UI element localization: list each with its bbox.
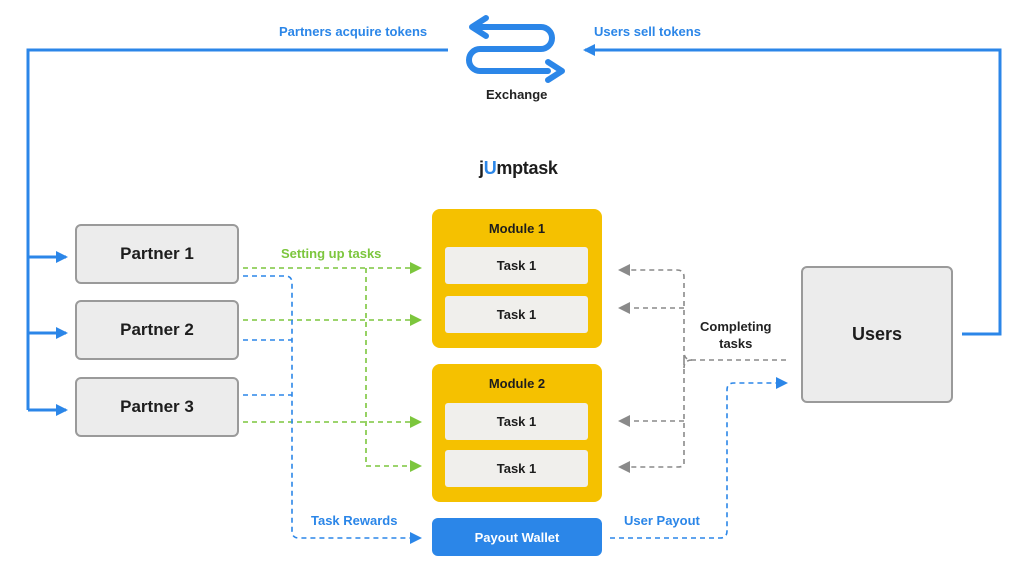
setting-up-tasks-label: Setting up tasks xyxy=(281,246,382,261)
completing-tasks-line-1: Completing xyxy=(700,319,772,334)
module-1-task-2: Task 1 xyxy=(445,296,588,333)
module-2-task-1: Task 1 xyxy=(445,403,588,440)
module-2-task-2: Task 1 xyxy=(445,450,588,487)
completing-task-arrows xyxy=(618,264,786,473)
task-rewards-arrows xyxy=(243,275,422,544)
user-payout-label: User Payout xyxy=(624,513,700,528)
jumptask-logo: jUmptask xyxy=(479,158,558,178)
module-1-task-1: Task 1 xyxy=(445,247,588,284)
user-payout-arrow xyxy=(610,377,788,539)
users-box: Users xyxy=(801,266,953,403)
partners-acquire-tokens-line xyxy=(26,48,448,410)
payout-wallet-box: Payout Wallet xyxy=(432,518,602,556)
task-rewards-label: Task Rewards xyxy=(311,513,398,528)
setup-task-arrows xyxy=(243,262,422,472)
users-sell-tokens-line xyxy=(583,44,1002,336)
partner-1-box: Partner 1 xyxy=(75,224,239,284)
partner-2-box: Partner 2 xyxy=(75,300,239,360)
module-2-title: Module 2 xyxy=(488,376,546,391)
partner-3-box: Partner 3 xyxy=(75,377,239,437)
module-1-title: Module 1 xyxy=(488,221,546,236)
completing-tasks-label: Completing tasks xyxy=(700,318,772,352)
module-2: Module 2 Task 1 Task 1 xyxy=(432,364,602,502)
exchange-label: Exchange xyxy=(486,87,548,102)
users-sell-tokens-label: Users sell tokens xyxy=(594,24,701,39)
module-1: Module 1 Task 1 Task 1 xyxy=(432,209,602,348)
partners-acquire-tokens-label: Partners acquire tokens xyxy=(279,24,428,39)
completing-tasks-line-2: tasks xyxy=(719,336,753,351)
exchange-icon xyxy=(466,15,565,83)
